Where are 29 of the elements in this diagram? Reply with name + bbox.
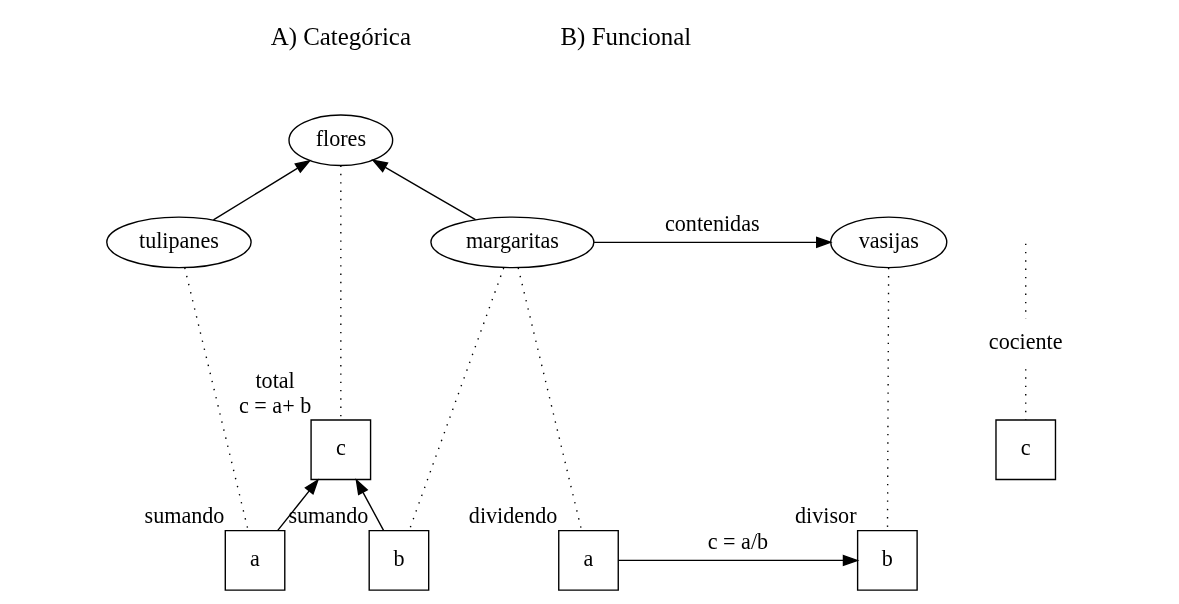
- connector: [183, 267, 249, 531]
- node-label: divisor: [794, 503, 857, 529]
- arrow: [354, 478, 384, 532]
- node-box: c: [994, 419, 1056, 481]
- arrow: [212, 159, 311, 221]
- arrow: [617, 554, 859, 567]
- node-box: a: [224, 529, 285, 591]
- label: B) Funcional: [560, 22, 691, 50]
- node-label: dividendo: [468, 503, 557, 529]
- arrow: [276, 478, 319, 532]
- edge-label: contenidas: [664, 211, 760, 237]
- node-box: b: [368, 529, 429, 591]
- node-ellipse: margaritas: [429, 216, 595, 269]
- node-label: sumando: [287, 503, 368, 529]
- node-box: c: [309, 419, 371, 481]
- node-ellipse: vasijas: [829, 216, 947, 269]
- arrow: [592, 236, 833, 249]
- arrow: [370, 159, 476, 221]
- edge-label: c = a/b: [707, 529, 768, 555]
- node-ellipse: flores: [287, 114, 393, 167]
- node-ellipse: tulipanes: [105, 216, 252, 269]
- connector: [517, 267, 582, 531]
- node-text: cociente: [988, 329, 1063, 355]
- node-box: a: [557, 529, 619, 591]
- node-box: b: [856, 529, 918, 591]
- node-label: c = a+ b: [238, 392, 311, 418]
- node-label: sumando: [144, 503, 224, 529]
- label: A) Categórica: [270, 22, 411, 50]
- node-label: total: [254, 367, 295, 393]
